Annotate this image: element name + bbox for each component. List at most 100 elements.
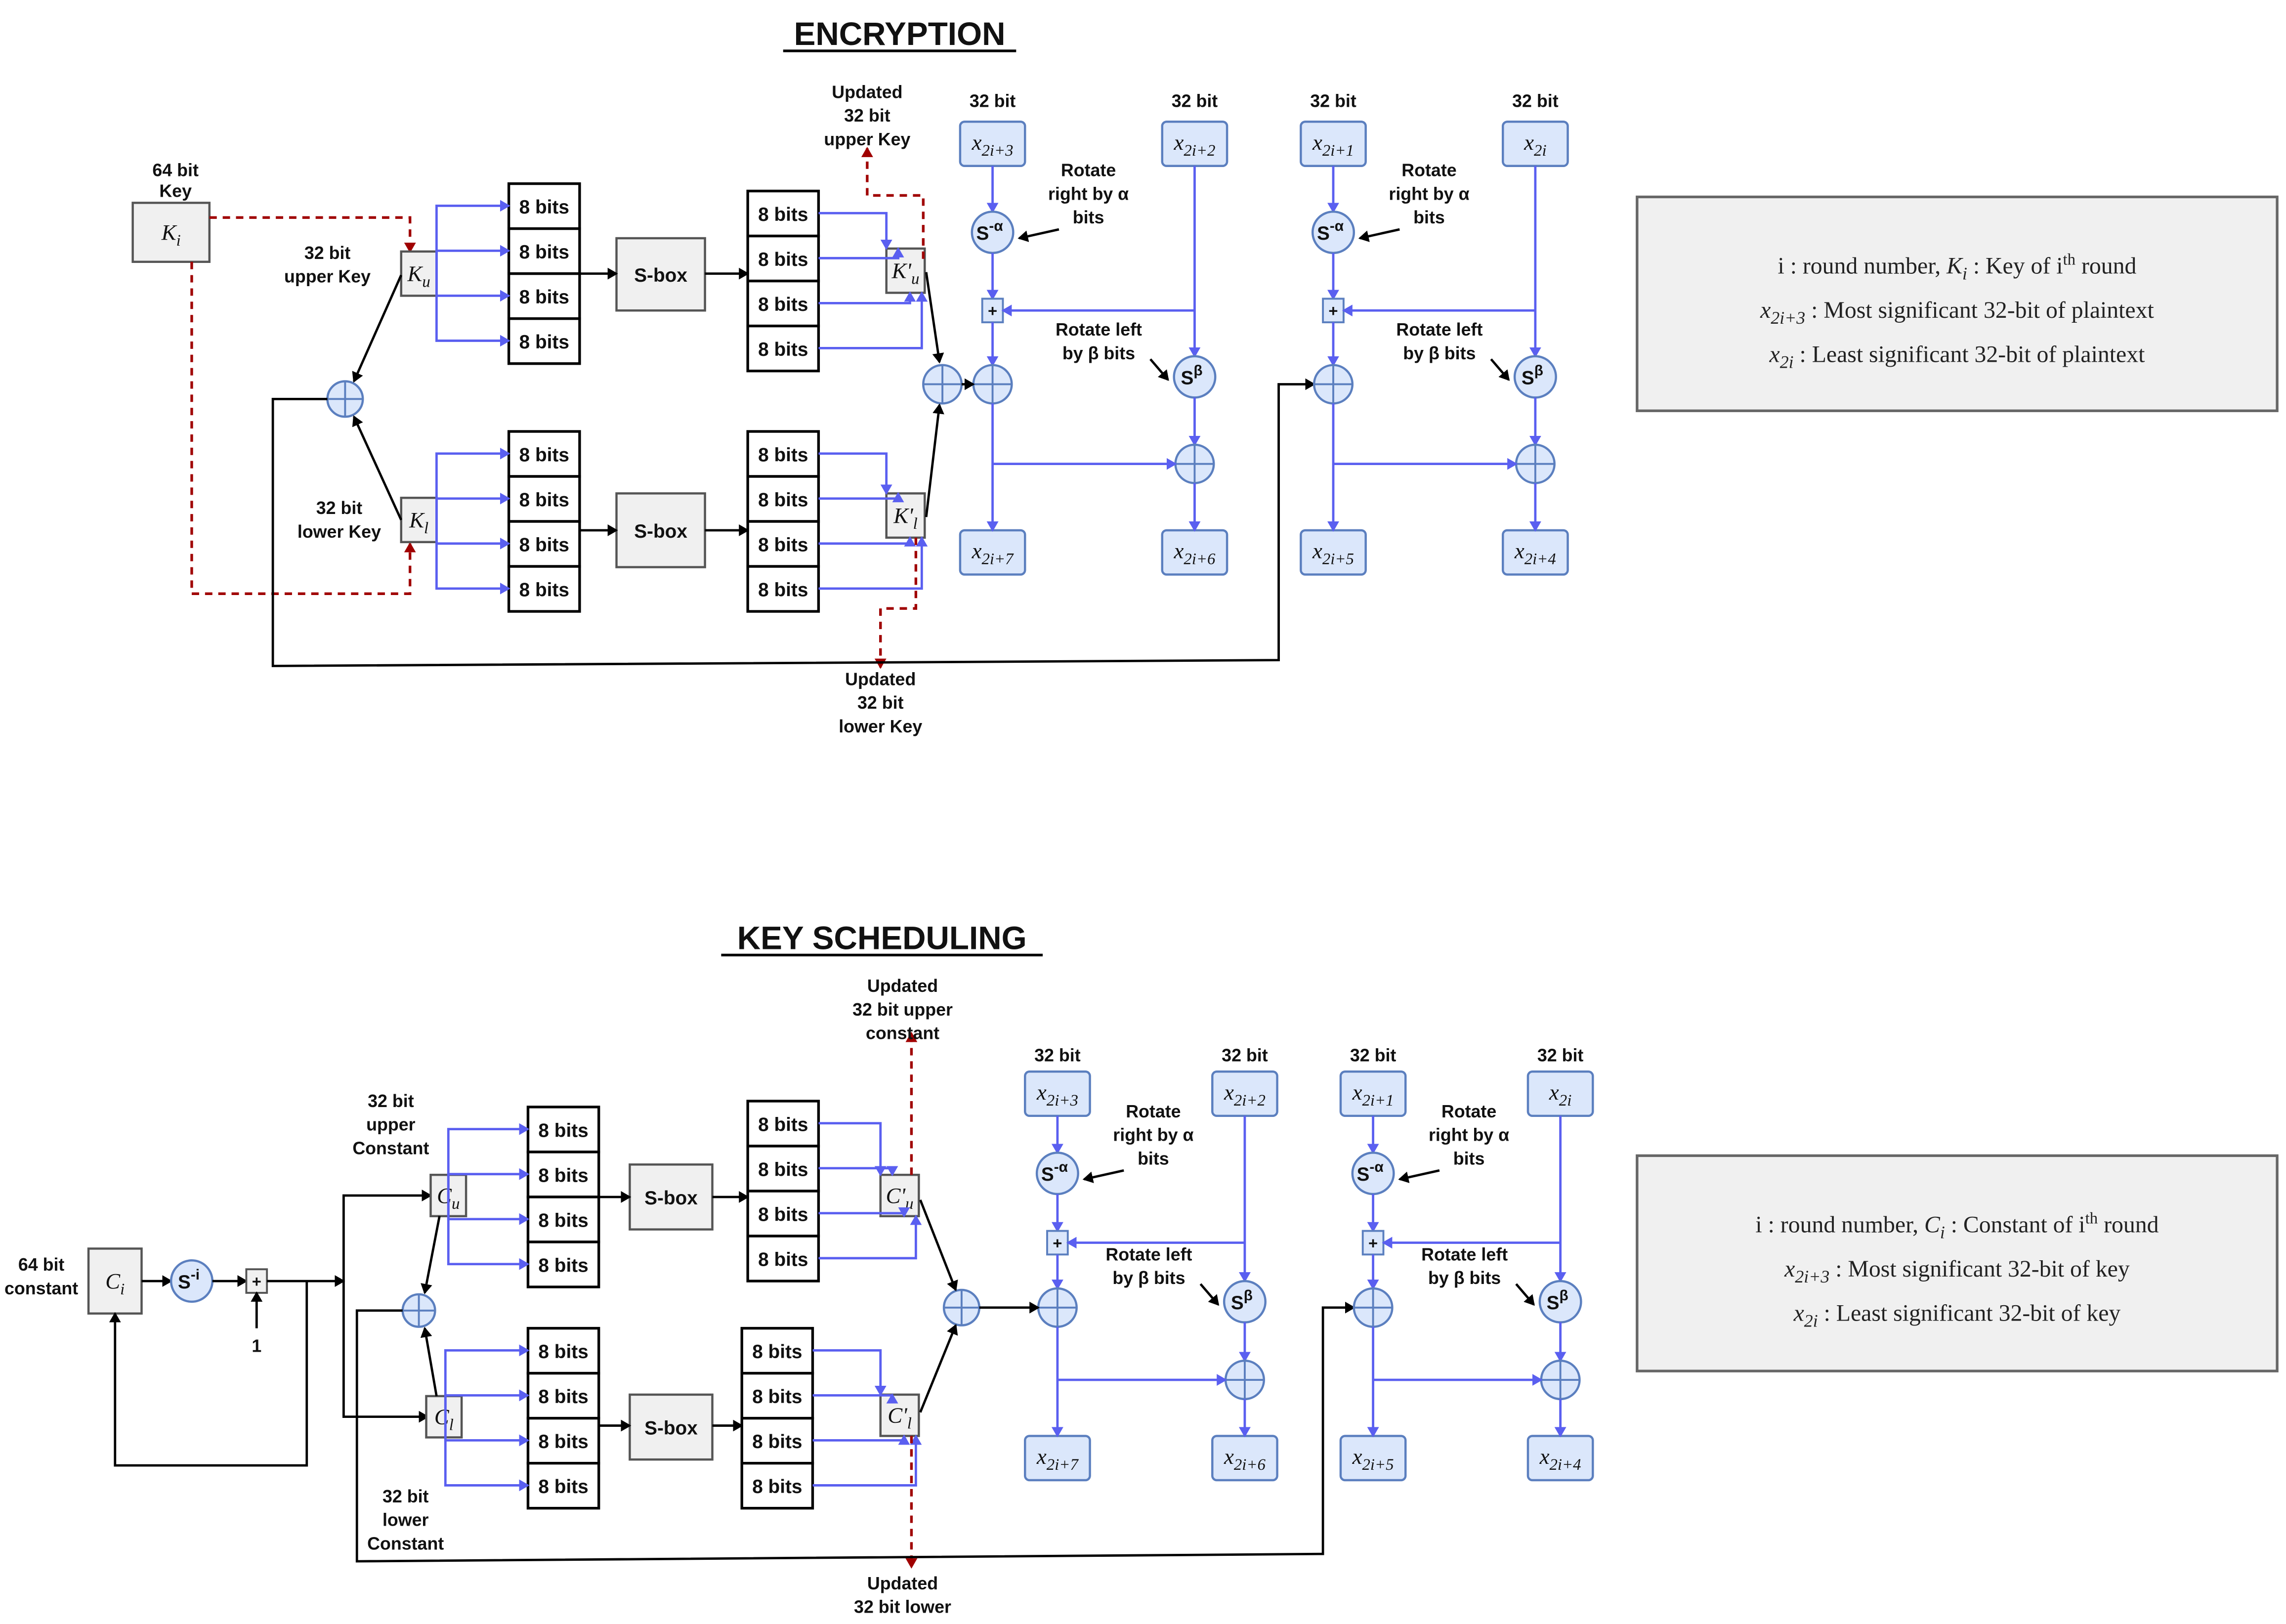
ks-rotate-left-node-0: Sβ [1223,1280,1267,1324]
bits-cell [526,1106,600,1154]
ks-cu-prime: C'u [879,1173,920,1217]
ks-cl-box [425,1395,463,1439]
add-sign: + [252,1272,261,1290]
enc-feedback-line [271,378,1316,667]
connector-line [435,273,510,302]
enc-rotate-left-node-0-sup: β [1193,363,1202,379]
enc-output-2: x2i+5 [1300,529,1367,576]
bits-label: 8 bits [758,444,808,466]
bits-label: 8 bits [538,1431,588,1453]
add-sign: + [1368,1234,1378,1252]
bits-label: 8 bits [758,1204,808,1225]
enc-output-0: x2i+7 [959,529,1026,576]
key-scheduling-legend: i : round number, Ci : Constant of ith r… [1636,1154,2279,1372]
add-box [1046,1230,1069,1256]
bits-cell [526,1196,600,1243]
ks-rotate-right-label-1-line: right by α [1429,1125,1509,1145]
ks-cprime-xor [942,1288,980,1326]
connector-line [812,1434,922,1487]
ks-sbox-lower-label: S-box [644,1417,698,1439]
key-scheduling-legend-line1-prefix: i : round number, [1755,1212,1924,1238]
enc-output-0-sub: 2i+7 [981,551,1014,568]
connector-line [342,1190,432,1282]
connector-line [447,1195,530,1270]
ks-xor-left-1 [1353,1287,1394,1328]
enc-key-ki-box [131,202,211,263]
bits-label: 8 bits [538,1341,588,1363]
enc-input-3-box [1501,121,1569,168]
ks-upper-const-label-line: Constant [352,1138,429,1158]
ks-bit32-label-0: 32 bit [1034,1045,1081,1065]
enc-updated-lower-label-line: 32 bit [857,693,904,713]
bits-cell [746,1100,820,1148]
enc-input-2: x2i+1 [1300,121,1367,168]
encryption-legend-line1-prefix: i : round number, [1778,253,1947,279]
enc-rotate-right-label-1-line: bits [1413,208,1445,227]
enc-lower-key-label-line: 32 bit [316,498,363,518]
enc-dashed-updated-lower [874,537,918,669]
ks-output-3-text: x2i+4 [1539,1444,1581,1474]
key-scheduling-legend-line1-suffix: : Constant of i [1945,1212,2085,1238]
key-scheduling-legend-line1-var: C [1924,1212,1941,1238]
bits-label: 8 bits [758,489,808,511]
enc-sbox-upper: S-box [615,237,706,312]
connector-line [444,1389,530,1417]
encryption-legend-box [1636,195,2279,412]
ks-updated-lower-label-line: Updated [867,1574,938,1593]
enc-ku-prime: K'u [885,247,926,294]
bits-label: 8 bits [752,1476,802,1497]
enc-rotate-right-label-1-line: right by α [1389,184,1469,204]
connector-line [1082,1169,1124,1183]
bits-label: 8 bits [758,1159,808,1180]
connector-line [435,200,510,274]
key-scheduling-legend-box [1636,1154,2279,1372]
bits-label: 8 bits [758,580,808,601]
bits-label: 8 bits [758,204,808,225]
encryption-legend-line3: x2i : Least significant 32-bit of plaint… [1769,342,2145,372]
connector-line [818,536,916,547]
enc-rotate-left-label-1-line: Rotate left [1396,320,1482,340]
ks-sbox-upper: S-box [629,1163,714,1231]
ks-updated-upper-label-line: constant [866,1024,939,1043]
ks-output-1: x2i+6 [1211,1435,1278,1482]
encryption-title: ENCRYPTION [794,16,1006,52]
enc-kprime-xor [922,364,963,405]
connector-line [435,245,510,274]
key-scheduling-legend-line1: i : round number, Ci : Constant of ith r… [1755,1210,2159,1242]
key-scheduling-legend-line2-sub: 2i+3 [1795,1267,1829,1286]
enc-rotate-right-node-1-sup: -α [1330,218,1344,234]
ks-sbox-upper-box [629,1163,714,1231]
add-sign: + [1053,1234,1062,1252]
ks-const64-label-line: constant [4,1279,78,1298]
bits-label: 8 bits [758,534,808,556]
connector-line [352,415,402,521]
enc-input-1-box [1161,121,1228,168]
key-scheduling-legend-line1-tail: round [2098,1212,2159,1238]
bits-label: 8 bits [538,1120,588,1141]
enc-rotate-left-node-0: Sβ [1173,355,1217,399]
enc-updated-upper-label-line: 32 bit [844,106,890,126]
enc-updated-lower-label-line: lower Key [839,717,922,736]
connector-line [1017,228,1059,242]
enc-upper-key-label-line: 32 bit [304,243,351,263]
ks-rotate-left-node-1: Sβ [1538,1280,1582,1324]
encryption-legend-line2-text: : Most significant 32-bit of plaintext [1805,297,2154,323]
connector-line [435,520,510,550]
ks-updated-upper-label-line: 32 bit upper [852,1000,953,1020]
ks-lower-const-label-line: Constant [367,1534,444,1553]
connector-line [925,403,944,517]
bits-cell [746,430,820,478]
add-sign: + [988,301,997,320]
ks-one-label: 1 [252,1336,261,1356]
enc-input-2-box [1300,121,1367,168]
ks-input-0-sub: 2i+3 [1047,1092,1078,1110]
ks-xor-right-0 [1224,1360,1265,1401]
bits-label: 8 bits [752,1386,802,1408]
bits-label: 8 bits [538,1476,588,1497]
